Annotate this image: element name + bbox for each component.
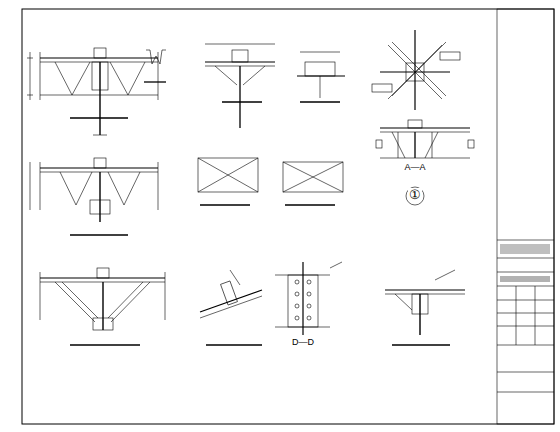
knee-brace-detail (40, 268, 165, 345)
bracing-plan-detail (372, 30, 474, 205)
x-brace-panels (198, 158, 343, 205)
bolt-holes (295, 280, 311, 320)
bolt-hole (295, 292, 299, 296)
truss-detail (27, 48, 158, 135)
sheet-frame (22, 9, 554, 424)
column-cap-detail (385, 270, 465, 345)
detail-number: ① (408, 188, 422, 201)
bolt-hole (295, 280, 299, 284)
bolt-hole (307, 316, 311, 320)
bolt-hole (307, 292, 311, 296)
section-label: A—A (403, 163, 426, 172)
bolt-hole (307, 304, 311, 308)
beam-column-detail (205, 44, 275, 128)
rafter-joint-detail (200, 270, 262, 345)
purlin-section (144, 50, 166, 82)
title-block-cells (497, 240, 554, 392)
bolt-hole (295, 304, 299, 308)
bolt-hole (295, 316, 299, 320)
section-label: D—D (291, 338, 315, 347)
connection-section (297, 52, 345, 102)
section-d-detail (275, 262, 342, 335)
column-bracing-detail (30, 158, 158, 235)
title-block (497, 9, 554, 424)
bolt-hole (307, 280, 311, 284)
